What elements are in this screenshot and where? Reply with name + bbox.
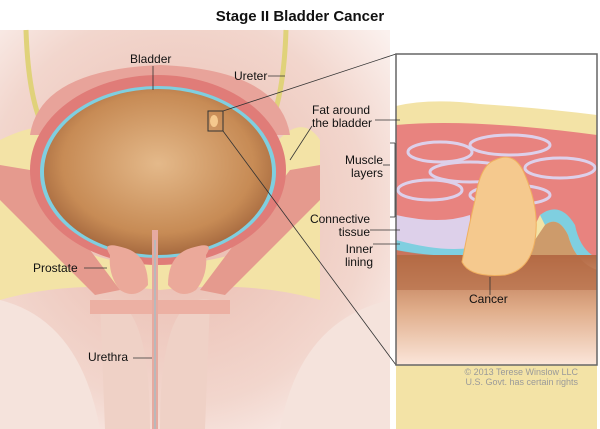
inset-magnified-view [395, 53, 598, 429]
label-connective-tissue: Connective tissue [309, 212, 370, 239]
label-muscle-layers: Muscle layers [344, 153, 383, 180]
label-urethra: Urethra [88, 350, 129, 364]
anatomy-overview [0, 29, 397, 429]
copyright-notice: © 2013 Terese Winslow LLC U.S. Govt. has… [464, 367, 578, 387]
label-fat-around-bladder: Fat around the bladder [312, 103, 373, 130]
label-ureter: Ureter [234, 69, 268, 83]
leader-lines [84, 66, 400, 359]
page-title: Stage II Bladder Cancer [215, 8, 385, 25]
label-cancer: Cancer [469, 292, 508, 306]
label-inner-lining: Inner lining [344, 242, 373, 269]
label-prostate: Prostate [33, 261, 78, 275]
magnify-indicator-box [207, 110, 224, 132]
inset-frame [395, 53, 598, 366]
cancer-tumor [461, 156, 537, 276]
label-bladder: Bladder [130, 52, 172, 66]
